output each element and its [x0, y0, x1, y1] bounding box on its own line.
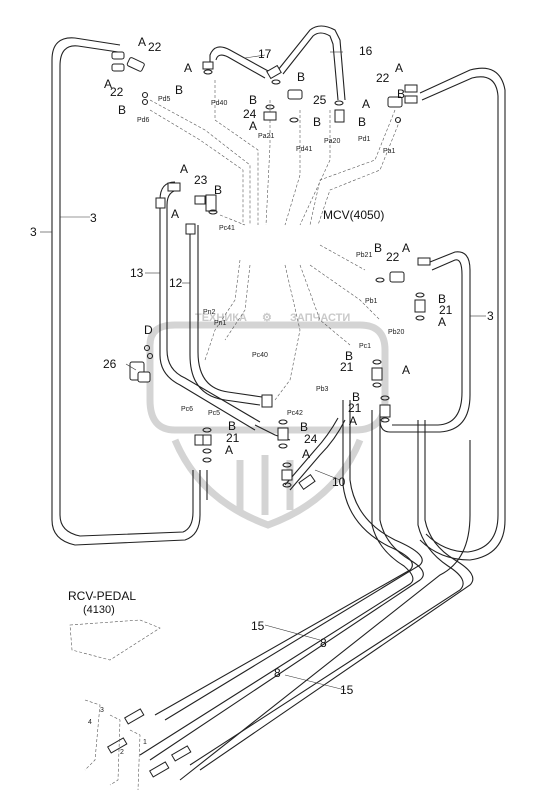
callout-17: 17: [258, 47, 272, 61]
long-hoses: [51, 25, 506, 781]
fitting-letter: A: [171, 207, 179, 221]
port-label: Pb21: [356, 252, 372, 259]
port-label: Pc6: [181, 406, 193, 413]
callout-25: 25: [313, 93, 327, 107]
fitting-letter: B: [374, 241, 382, 255]
port-labels: Pd5 Pd6 Pd40 Pa21 Pd41 Pa20 Pd1 Pa1 Pc41…: [137, 96, 404, 417]
callout-16: 16: [359, 44, 373, 58]
callout-22: 22: [376, 71, 390, 85]
callout-3: 3: [90, 211, 97, 225]
port-label: Pc5: [208, 410, 220, 417]
fitting-letter: B: [358, 115, 366, 129]
port-label: Pa21: [258, 133, 274, 140]
pedal-label: RCV-PEDAL: [68, 589, 136, 603]
main-labels: MCV(4050) RCV-PEDAL (4130): [68, 208, 384, 616]
watermark-gear-icon: ⚙: [262, 312, 272, 324]
fitting-letter: A: [362, 97, 370, 111]
fitting-letter: B: [297, 70, 305, 84]
port-label: Pb3: [316, 386, 329, 393]
callout-21: 21: [348, 401, 362, 415]
callouts: 3 3 3 8 8 10 12 13 15 15 16 17 21 21 21 …: [30, 40, 494, 697]
fitting-letter: B: [300, 420, 308, 434]
fitting-letter: B: [175, 83, 183, 97]
port-label: Pc42: [287, 410, 303, 417]
fitting-letter: B: [249, 93, 257, 107]
port-label: Pd5: [158, 96, 171, 103]
callout-21: 21: [439, 303, 453, 317]
port-label: Pd41: [296, 146, 312, 153]
leader-lines: [40, 51, 486, 691]
fitting-letter: A: [395, 61, 403, 75]
port-label: Pb1: [365, 298, 378, 305]
main-valve-label: MCV(4050): [323, 208, 384, 222]
callout-15: 15: [340, 683, 354, 697]
fitting-letter: A: [402, 363, 410, 377]
pedal-number: 1: [143, 739, 147, 746]
port-label: Pn1: [214, 320, 227, 327]
port-label: Pc1: [359, 343, 371, 350]
fitting-letter: A: [225, 443, 233, 457]
fitting-letter: D: [144, 323, 153, 337]
fitting-letter: A: [138, 35, 146, 49]
callout-13: 13: [130, 266, 144, 280]
port-label: Pb20: [388, 329, 404, 336]
port-label: Pc40: [252, 352, 268, 359]
port-label: Pc41: [219, 225, 235, 232]
callout-3: 3: [30, 225, 37, 239]
callout-12: 12: [169, 276, 183, 290]
fitting-letter: B: [214, 183, 222, 197]
callout-10: 10: [332, 475, 346, 489]
fitting-letter: A: [438, 315, 446, 329]
callout-26: 26: [103, 357, 117, 371]
fitting-letter: A: [180, 162, 188, 176]
fittings: [107, 51, 431, 778]
fitting-letter: B: [438, 292, 446, 306]
fitting-letter: B: [345, 349, 353, 363]
port-label: Pd6: [137, 117, 150, 124]
callout-15: 15: [251, 619, 265, 633]
fitting-letter: A: [302, 447, 310, 461]
watermark-right-text: ЗАПЧАСТИ: [290, 312, 350, 324]
callout-24: 24: [243, 107, 257, 121]
fitting-letter: B: [118, 103, 126, 117]
port-label: Pn2: [203, 309, 216, 316]
callout-21: 21: [340, 360, 354, 374]
pedal-numbers: 4 3 2 1: [88, 707, 147, 756]
fitting-letter: A: [402, 241, 410, 255]
port-label: Pa20: [324, 138, 340, 145]
port-label: Pd1: [358, 136, 371, 143]
fitting-letter: B: [397, 87, 405, 101]
callout-8: 8: [320, 636, 327, 650]
port-label: Pa1: [383, 148, 396, 155]
port-label: Pd40: [211, 100, 227, 107]
fitting-letter: B: [352, 390, 360, 404]
fitting-letter: A: [249, 119, 257, 133]
pedal-number: 2: [120, 749, 124, 756]
callout-3: 3: [487, 309, 494, 323]
fitting-letter: B: [313, 115, 321, 129]
pedal-number: 4: [88, 719, 92, 726]
fitting-letters: A B B A A B B A A B B A B A B A B A D B …: [104, 35, 446, 461]
pedal-number: 3: [100, 707, 104, 714]
callout-23: 23: [194, 173, 208, 187]
fitting-letter: B: [228, 419, 236, 433]
callout-21: 21: [226, 431, 240, 445]
fitting-letter: A: [104, 77, 112, 91]
callout-22: 22: [386, 250, 400, 264]
callout-8: 8: [274, 666, 281, 680]
pilot-lines: [149, 80, 401, 401]
callout-22: 22: [110, 85, 124, 99]
fitting-letter: A: [184, 61, 192, 75]
pedal-valve-outline: [69, 619, 161, 791]
pedal-code: (4130): [83, 604, 115, 616]
callout-22: 22: [148, 40, 162, 54]
callout-24: 24: [304, 432, 318, 446]
watermark-left-text: ТЕХНИКА: [195, 312, 247, 324]
fitting-letter: A: [349, 414, 357, 428]
